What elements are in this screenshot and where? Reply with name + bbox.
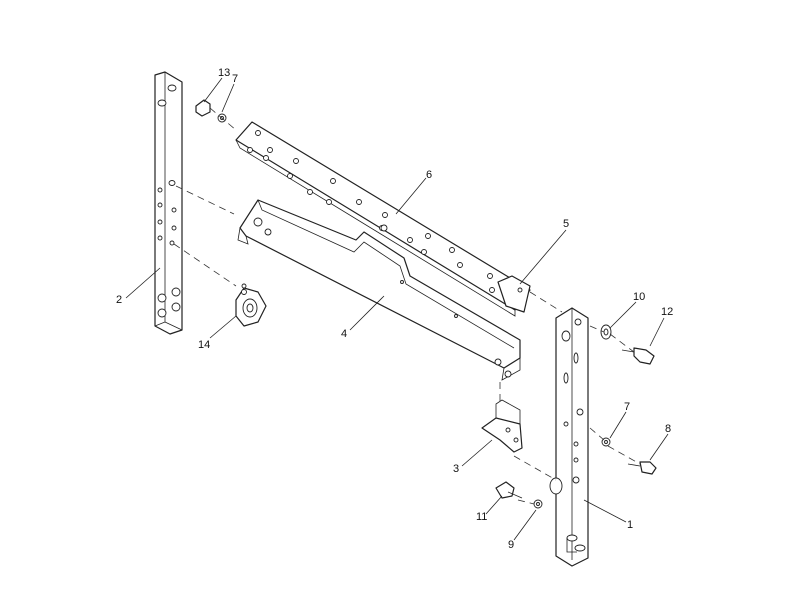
part-4-long-channel [237, 199, 521, 381]
callout-7-right: 7 [624, 401, 630, 413]
callout-11: 11 [476, 511, 487, 523]
part-1-right-upright-bracket [549, 307, 589, 567]
callout-2: 2 [116, 294, 122, 306]
callout-1: 1 [627, 519, 633, 531]
part-11-bolt-lower [495, 481, 523, 499]
callout-7-top: 7 [232, 73, 238, 85]
leader-lines [125, 77, 669, 541]
callout-9: 9 [508, 539, 514, 551]
part-3-small-bracket [481, 399, 523, 453]
part-2-left-upright-bracket [154, 71, 183, 335]
part-5-angle-bracket [497, 275, 531, 313]
part-13-bolt-top [195, 99, 211, 117]
part-9-nut-lower [533, 499, 543, 509]
callout-labels: 1 2 3 4 5 6 7 7 8 9 10 11 12 13 14 [116, 67, 673, 551]
callout-10: 10 [633, 291, 645, 303]
callout-12: 12 [661, 306, 673, 318]
part-14-roller-bearing [235, 283, 267, 327]
callout-13: 13 [218, 67, 230, 79]
part-8-bolt-right [627, 461, 657, 475]
assembly-lines [173, 107, 641, 505]
part-12-bolt-right [621, 347, 655, 365]
part-10-washer [600, 324, 612, 340]
callout-14: 14 [198, 339, 210, 351]
callout-6: 6 [426, 169, 432, 181]
callout-5: 5 [563, 218, 569, 230]
part-6-upper-slotted-plate [235, 121, 531, 317]
callout-8: 8 [665, 423, 671, 435]
callout-3: 3 [453, 463, 459, 475]
callout-4: 4 [341, 328, 347, 340]
